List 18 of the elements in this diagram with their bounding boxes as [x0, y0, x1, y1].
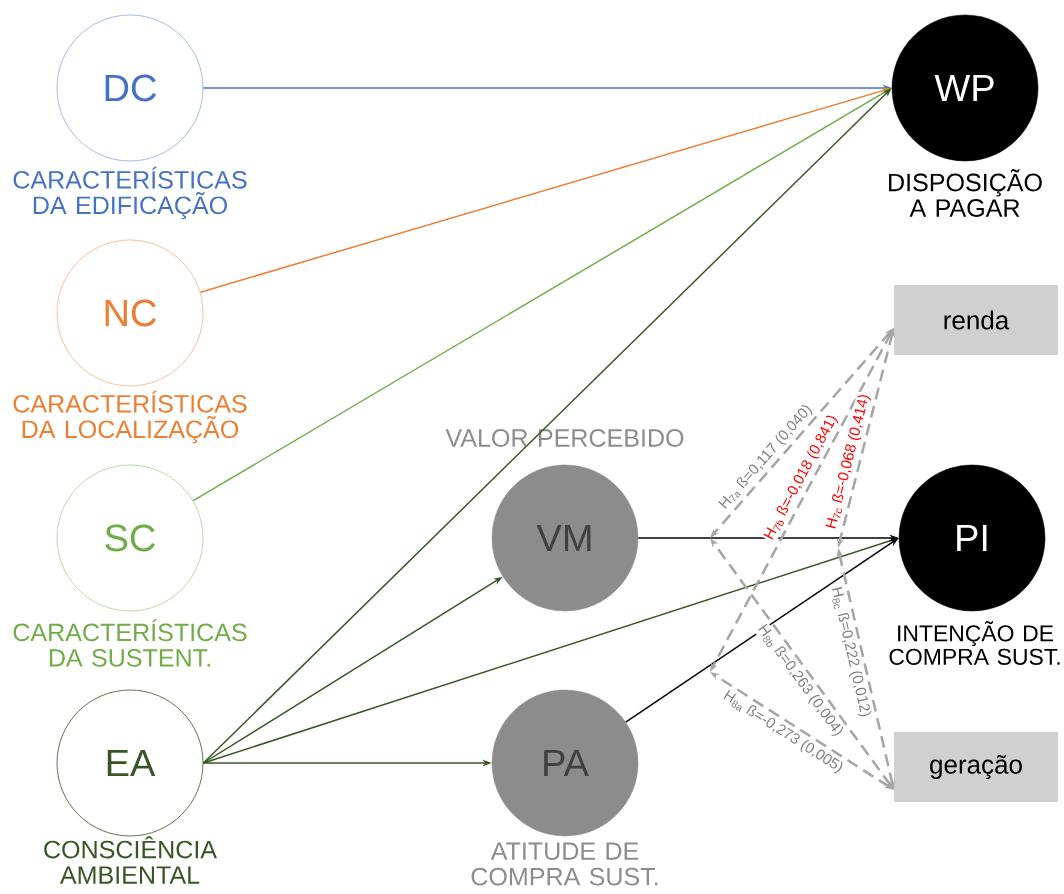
moderator-box: renda — [894, 285, 1058, 355]
circle-node: SC — [56, 464, 204, 612]
node-caption: INTENÇÃO DE COMPRA SUST. — [889, 621, 1060, 665]
node-caption: ATITUDE DE COMPRA SUST. — [471, 842, 658, 886]
node-caption: CARACTERÍSTICAS DA SUSTENT. — [13, 619, 247, 667]
node-caption: DISPOSIÇÃO A PAGAR — [889, 169, 1042, 217]
node-caption: CARACTERÍSTICAS DA LOCALIZAÇÃO — [13, 390, 247, 444]
filled-circle-node: PI — [898, 464, 1046, 612]
node-caption: CARACTERÍSTICAS DA EDIFICAÇÃO — [13, 166, 247, 220]
filled-circle-node: VM — [491, 464, 639, 612]
filled-circle-node: PA — [491, 689, 639, 837]
filled-circle-node: WP — [891, 14, 1039, 162]
moderator-box: geração — [894, 732, 1058, 802]
circle-node: NC — [56, 239, 204, 387]
node-caption: VALOR PERCEBIDO — [445, 429, 684, 447]
node-caption: CONSCIÊNCIA AMBIENTAL — [44, 836, 217, 884]
circle-node: DC — [56, 14, 204, 162]
circle-node: EA — [56, 689, 204, 837]
